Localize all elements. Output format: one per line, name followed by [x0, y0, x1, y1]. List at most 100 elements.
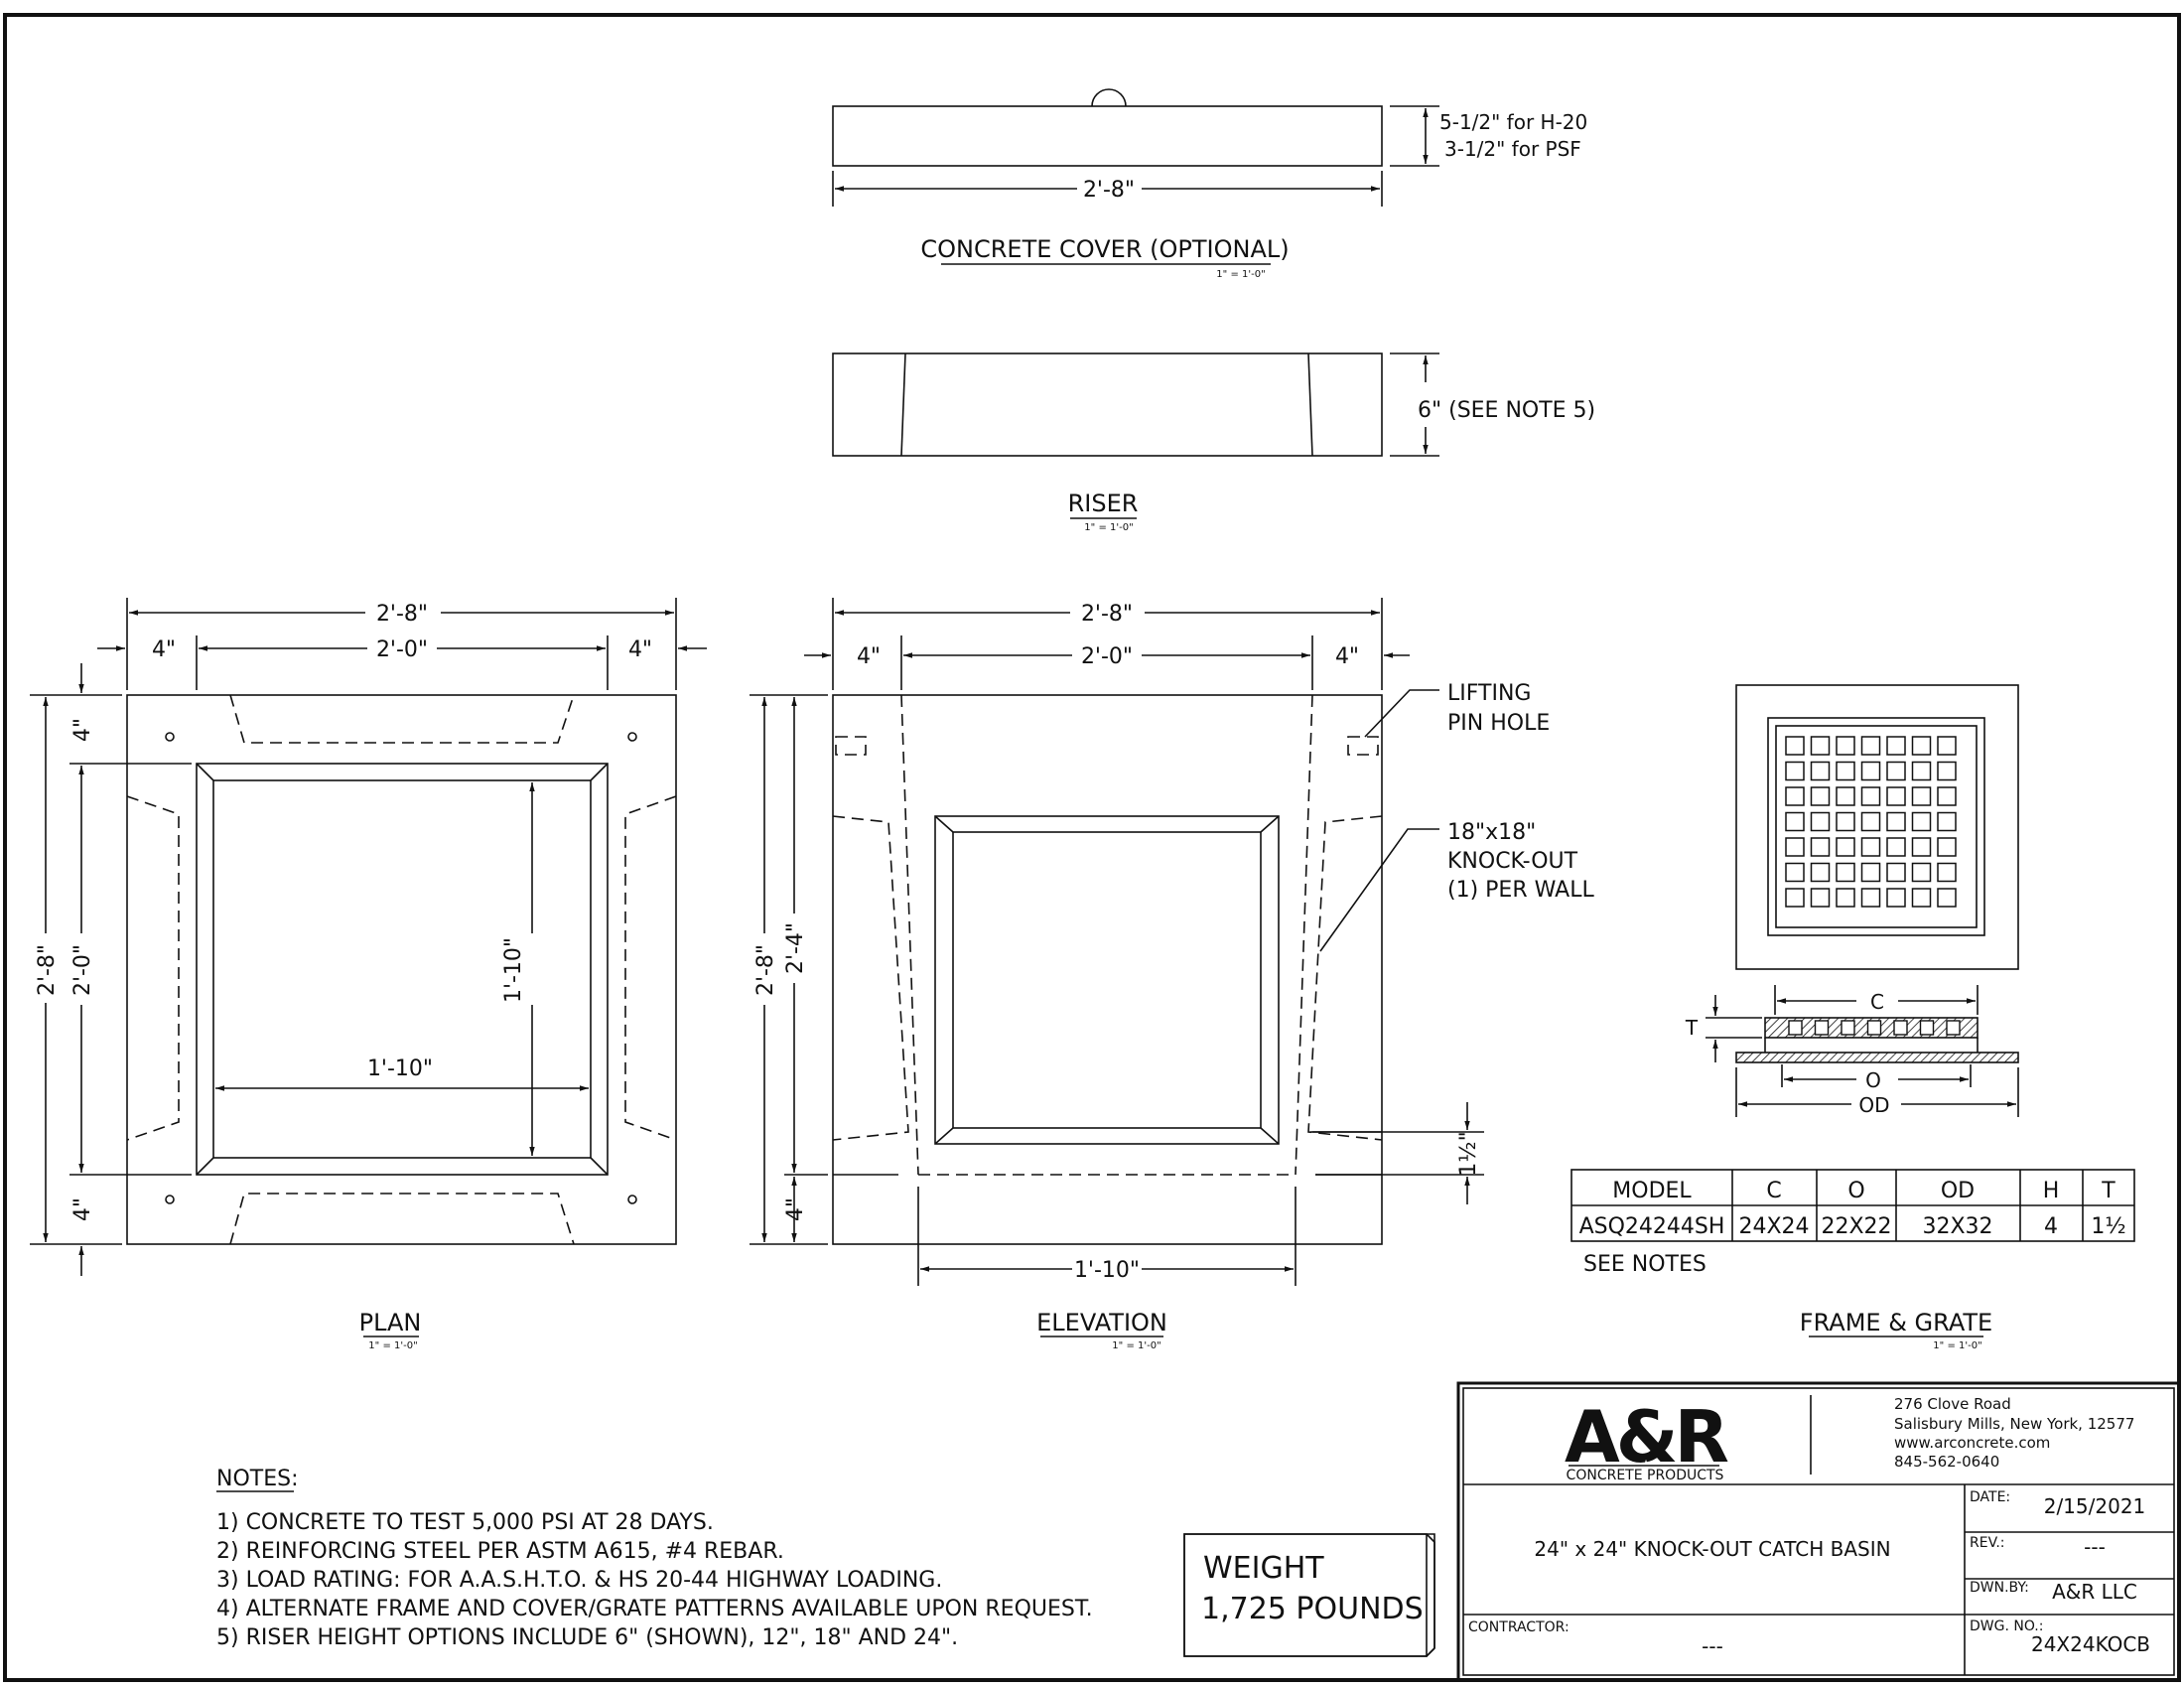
plan-bottom-wall: 4"	[70, 1197, 95, 1221]
cover-lift-handle	[1091, 88, 1127, 107]
plan-overall-height: 2'-8"	[35, 944, 60, 996]
plan-opening-width: 1'-10"	[367, 1056, 433, 1081]
plan-inner	[196, 763, 609, 1176]
table-cell: ASQ24244SH	[1579, 1214, 1725, 1239]
grate-opening	[1860, 888, 1881, 908]
plan-inner-height: 2'-0"	[70, 944, 95, 996]
plan-knockout-left	[126, 795, 180, 1141]
address-line: www.arconcrete.com	[1894, 1434, 2050, 1452]
grate-opening	[1911, 862, 1932, 883]
plan-pin-hole	[165, 732, 175, 742]
elevation-title: ELEVATION	[1036, 1309, 1167, 1336]
grate-opening	[1836, 811, 1855, 832]
drawing-title: 24" x 24" KNOCK-OUT CATCH BASIN	[1534, 1537, 1890, 1561]
plan-right-wall: 4"	[628, 637, 652, 662]
weight-box: WEIGHT 1,725 POUNDS	[1183, 1533, 1435, 1657]
grate-opening	[1785, 736, 1805, 756]
grate-opening	[1785, 761, 1805, 781]
table-header: T	[2101, 1179, 2116, 1203]
plan-pin-hole	[627, 1195, 637, 1204]
table-cell: 1½	[2091, 1214, 2125, 1239]
label-o: O	[1865, 1068, 1881, 1092]
label-c: C	[1870, 990, 1884, 1014]
dwg-value: 24X24KOCB	[2031, 1632, 2150, 1656]
grate-opening	[1810, 736, 1831, 756]
grate-opening	[1937, 888, 1957, 908]
note-item: 2) REINFORCING STEEL PER ASTM A615, #4 R…	[216, 1539, 784, 1564]
grate-opening	[1860, 811, 1881, 832]
date-value: 2/15/2021	[2044, 1494, 2146, 1518]
grate-opening	[1785, 786, 1805, 806]
plan-opening-height: 1'-10"	[501, 937, 526, 1003]
elevation-scale: 1" = 1'-0"	[1112, 1340, 1160, 1351]
elevation-view: 2'-8" 2'-0" 4" 4" 2'-8" 2'-4" 4" 1'-10" …	[750, 598, 1594, 1351]
grate-opening	[1810, 837, 1831, 857]
callout-pin-2: PIN HOLE	[1447, 711, 1550, 736]
frame-grate-scale: 1" = 1'-0"	[1933, 1340, 1981, 1351]
address-line: 845-562-0640	[1894, 1453, 1999, 1471]
grate-opening	[1860, 736, 1881, 756]
riser-height-dim: 6" (SEE NOTE 5)	[1418, 398, 1595, 423]
grate-section-slot	[1788, 1020, 1803, 1036]
elevation-step: 1½"	[1456, 1131, 1481, 1176]
table-cell: 4	[2044, 1214, 2058, 1239]
cover-view: 2'-8" 5-1/2" for H-20 3-1/2" for PSF CON…	[832, 88, 1587, 280]
grate-section-slot	[1866, 1020, 1882, 1036]
date-label: DATE:	[1970, 1489, 2010, 1505]
plan-view: 2'-8" 2'-0" 4" 4" 2'-8" 2'-0" 4" 4" 1'-1…	[30, 598, 707, 1351]
grate-opening	[1886, 736, 1906, 756]
grate-grid	[1785, 736, 1957, 908]
riser-scale: 1" = 1'-0"	[1084, 522, 1133, 533]
notes-block: NOTES: 1) CONCRETE TO TEST 5,000 PSI AT …	[216, 1467, 1093, 1650]
callout-pin-1: LIFTING	[1447, 681, 1531, 706]
table-cell: 22X22	[1821, 1214, 1891, 1239]
table-header: O	[1847, 1179, 1864, 1203]
plan-inner-width: 2'-0"	[376, 637, 428, 662]
grate-opening	[1937, 761, 1957, 781]
callout-ko-2: KNOCK-OUT	[1447, 849, 1578, 874]
elevation-left-wall: 4"	[857, 644, 881, 669]
plan-outer	[126, 694, 677, 1245]
grate-opening	[1836, 761, 1855, 781]
rev-label: REV.:	[1970, 1535, 2005, 1551]
grate-opening	[1785, 888, 1805, 908]
cover-outline	[832, 105, 1383, 167]
cover-title: CONCRETE COVER (OPTIONAL)	[920, 235, 1289, 263]
cover-height-note-2: 3-1/2" for PSF	[1444, 137, 1581, 161]
weight-line-2: 1,725 POUNDS	[1201, 1592, 1424, 1626]
grate-opening	[1911, 888, 1932, 908]
elevation-overall-width: 2'-8"	[1081, 602, 1133, 627]
grate-section-slot	[1841, 1020, 1855, 1036]
plan-knockout-top	[229, 694, 575, 744]
grate-opening	[1911, 736, 1932, 756]
elevation-outer	[832, 694, 1383, 1245]
frame-outer	[1735, 684, 2019, 970]
note-item: 3) LOAD RATING: FOR A.A.S.H.T.O. & HS 20…	[216, 1568, 942, 1593]
elevation-bottom-width: 1'-10"	[1074, 1258, 1140, 1283]
grate-section-slot	[1893, 1020, 1908, 1036]
plan-overall-width: 2'-8"	[376, 602, 428, 627]
grate-opening	[1886, 888, 1906, 908]
plan-left-wall: 4"	[152, 637, 176, 662]
cover-scale: 1" = 1'-0"	[1216, 269, 1265, 280]
grate-section-slot	[1814, 1020, 1830, 1036]
grate-opening	[1860, 761, 1881, 781]
grate-opening	[1886, 862, 1906, 883]
callout-ko-1: 18"x18"	[1447, 820, 1536, 845]
table-header: OD	[1941, 1179, 1975, 1203]
grate-opening	[1860, 786, 1881, 806]
grate-opening	[1785, 837, 1805, 857]
address-line: Salisbury Mills, New York, 12577	[1894, 1415, 2134, 1433]
plan-opening	[212, 779, 592, 1159]
grate-opening	[1937, 786, 1957, 806]
plan-top-wall: 4"	[70, 718, 95, 742]
company-logo-sub: CONCRETE PRODUCTS	[1567, 1468, 1724, 1483]
note-item: 5) RISER HEIGHT OPTIONS INCLUDE 6" (SHOW…	[216, 1625, 958, 1650]
grate-opening	[1836, 786, 1855, 806]
elevation-overall-height: 2'-8"	[753, 944, 778, 996]
grate-opening	[1860, 837, 1881, 857]
company-logo: A&R	[1565, 1395, 1728, 1478]
title-block: A&R ★ CONCRETE PRODUCTS 276 Clove Road S…	[1456, 1381, 2181, 1682]
grate-opening	[1785, 811, 1805, 832]
